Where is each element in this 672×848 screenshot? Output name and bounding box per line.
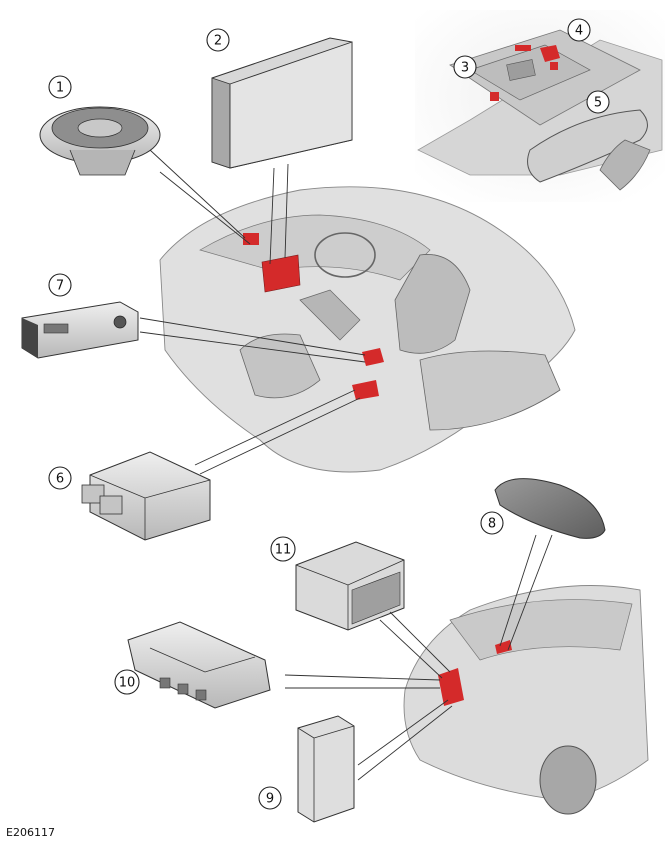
touchscreen-part bbox=[211, 37, 353, 169]
vehicle-interior-cutaway bbox=[159, 186, 576, 473]
callout-2-label: 2 bbox=[214, 34, 222, 49]
speaker-part bbox=[39, 106, 161, 176]
highlight-marker bbox=[261, 254, 301, 293]
usb-socket-panel-part bbox=[21, 301, 139, 359]
callout-4-label: 4 bbox=[575, 24, 583, 39]
callout-5-circle bbox=[586, 90, 610, 114]
callout-8-circle bbox=[480, 511, 504, 535]
figure-reference-id: E206117 bbox=[6, 826, 55, 839]
callout-11: 11 bbox=[270, 536, 296, 562]
callout-1: 1 bbox=[48, 75, 72, 99]
highlight-marker bbox=[515, 45, 531, 51]
vehicle-exterior-rear bbox=[403, 585, 649, 815]
callout-7: 7 bbox=[48, 273, 72, 297]
control-module-part bbox=[81, 451, 211, 541]
callout-10-label: 10 bbox=[119, 676, 136, 691]
highlight-marker bbox=[243, 233, 259, 245]
callout-11-label: 11 bbox=[275, 543, 292, 558]
callout-9-circle bbox=[258, 786, 282, 810]
antenna-amplifier-part bbox=[127, 621, 271, 709]
callout-2: 2 bbox=[206, 28, 230, 52]
callout-9: 9 bbox=[258, 786, 282, 810]
callout-6: 6 bbox=[48, 466, 72, 490]
highlight-marker bbox=[490, 92, 499, 101]
leader-lines bbox=[139, 149, 553, 781]
callout-6-label: 6 bbox=[56, 472, 64, 487]
callout-1-circle bbox=[48, 75, 72, 99]
telematics-module-part bbox=[297, 715, 355, 823]
callout-4-circle bbox=[567, 18, 591, 42]
callout-4: 4 bbox=[567, 18, 591, 42]
highlight-marker bbox=[495, 640, 512, 654]
callout-2-circle bbox=[206, 28, 230, 52]
callout-8-label: 8 bbox=[488, 517, 496, 532]
callout-6-circle bbox=[48, 466, 72, 490]
highlight-marker bbox=[438, 668, 464, 706]
callout-7-circle bbox=[48, 273, 72, 297]
highlight-marker bbox=[362, 348, 384, 366]
callout-5: 5 bbox=[586, 90, 610, 114]
media-unit-part bbox=[295, 541, 405, 631]
callout-9-label: 9 bbox=[266, 792, 274, 807]
callout-1-label: 1 bbox=[56, 81, 64, 96]
shark-fin-antenna-part bbox=[494, 478, 606, 539]
callout-10: 10 bbox=[114, 669, 140, 695]
callout-5-label: 5 bbox=[594, 96, 602, 111]
callout-3-label: 3 bbox=[461, 61, 469, 76]
callout-7-label: 7 bbox=[56, 279, 64, 294]
callout-3: 3 bbox=[453, 55, 477, 79]
callout-3-circle bbox=[453, 55, 477, 79]
highlight-marker bbox=[352, 380, 379, 400]
callout-10-circle bbox=[114, 669, 140, 695]
highlight-marker bbox=[550, 62, 558, 70]
highlight-marker bbox=[540, 45, 560, 62]
callout-11-circle bbox=[270, 536, 296, 562]
overhead-console-inset bbox=[415, 10, 665, 202]
callout-8: 8 bbox=[480, 511, 504, 535]
